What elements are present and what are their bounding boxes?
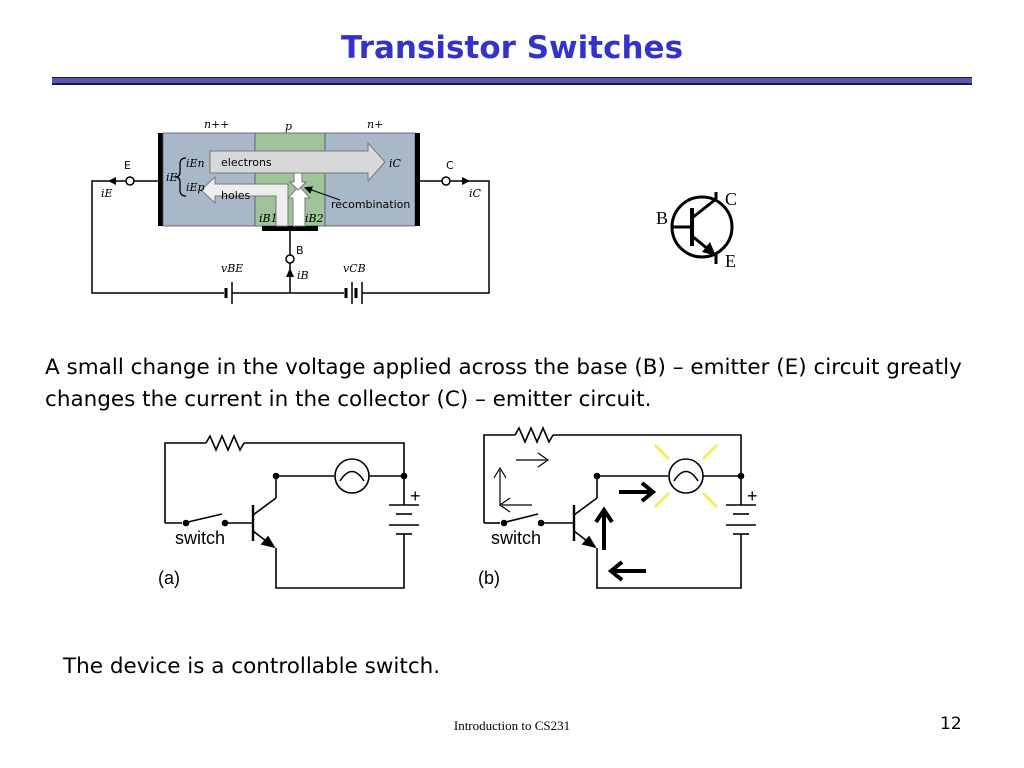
region-label-n-plus-plus: n++ (204, 118, 230, 131)
resistor-b (514, 425, 554, 445)
region-label-p: p (285, 120, 292, 133)
plus-label-b: + (747, 486, 758, 506)
resistor-a (205, 433, 245, 453)
emitter-contact (158, 133, 163, 226)
switch-circuit-b (483, 425, 756, 589)
voltage-label-vcb: vCB (343, 262, 366, 275)
lamp-a (334, 458, 370, 494)
npn-transistor-symbol: C B E (656, 189, 737, 271)
emitter-current-arrow (108, 177, 116, 185)
current-label-ic-outer: iC (469, 187, 482, 200)
caption-b: (b) (478, 568, 500, 588)
page-number: 12 (940, 714, 962, 734)
emitter-terminal (125, 176, 135, 186)
emitter-label: E (124, 159, 131, 172)
switch-lever-b (505, 513, 539, 523)
p-region (254, 132, 326, 227)
base-terminal (285, 254, 295, 264)
voltage-label-vbe: vBE (221, 262, 243, 275)
base-contact (262, 226, 318, 231)
electrons-arrow (209, 141, 386, 183)
title-divider (52, 77, 972, 85)
caption-a: (a) (158, 568, 180, 588)
switch-label-b: switch (491, 528, 541, 548)
current-label-ib2: iB2 (305, 212, 324, 225)
symbol-label-e: E (725, 251, 736, 271)
lamp-glow-b (653, 443, 719, 509)
current-arrows-b (594, 481, 657, 582)
switch-label-a: switch (175, 528, 225, 548)
lamp-b (668, 458, 704, 494)
switch-circuit-a (164, 433, 419, 589)
holes-arrow (200, 175, 289, 227)
footer-text: Introduction to CS231 (453, 718, 571, 733)
current-label-ic-inner: iC (389, 157, 402, 170)
collector-label: C (446, 159, 454, 172)
plus-label-a: + (410, 486, 421, 506)
current-label-ie-inner: iE (166, 171, 178, 184)
battery-vbe (224, 286, 232, 300)
collector-contact (415, 133, 420, 226)
recombination-label: recombination (331, 198, 410, 211)
recombination-arrow (288, 172, 308, 191)
symbol-label-c: C (725, 189, 737, 209)
emitter-current-brace (174, 157, 187, 197)
n-plus-plus-region (162, 132, 256, 227)
current-label-iep: iEp (186, 181, 205, 194)
symbol-label-b: B (656, 208, 668, 228)
collector-terminal (441, 176, 451, 186)
holes-label: holes (221, 189, 251, 202)
npn-cross-section-diagram: n++ p n+ E C B electrons holes recombina… (91, 118, 490, 304)
body-paragraph: A small change in the voltage applied ac… (45, 355, 962, 412)
current-label-ie-outer: iE (101, 187, 113, 200)
switch-lever-a (187, 513, 223, 523)
region-label-n-plus: n+ (367, 118, 383, 131)
current-label-ib1: iB1 (259, 212, 278, 225)
current-label-ib: iB (297, 269, 309, 282)
current-label-ien: iEn (186, 157, 205, 170)
collector-current-arrow (462, 177, 470, 185)
electrons-label: electrons (221, 156, 272, 169)
base-label: B (296, 244, 304, 257)
note-text: The device is a controllable switch. (63, 654, 441, 679)
slide-title: Transistor Switches (340, 30, 684, 66)
